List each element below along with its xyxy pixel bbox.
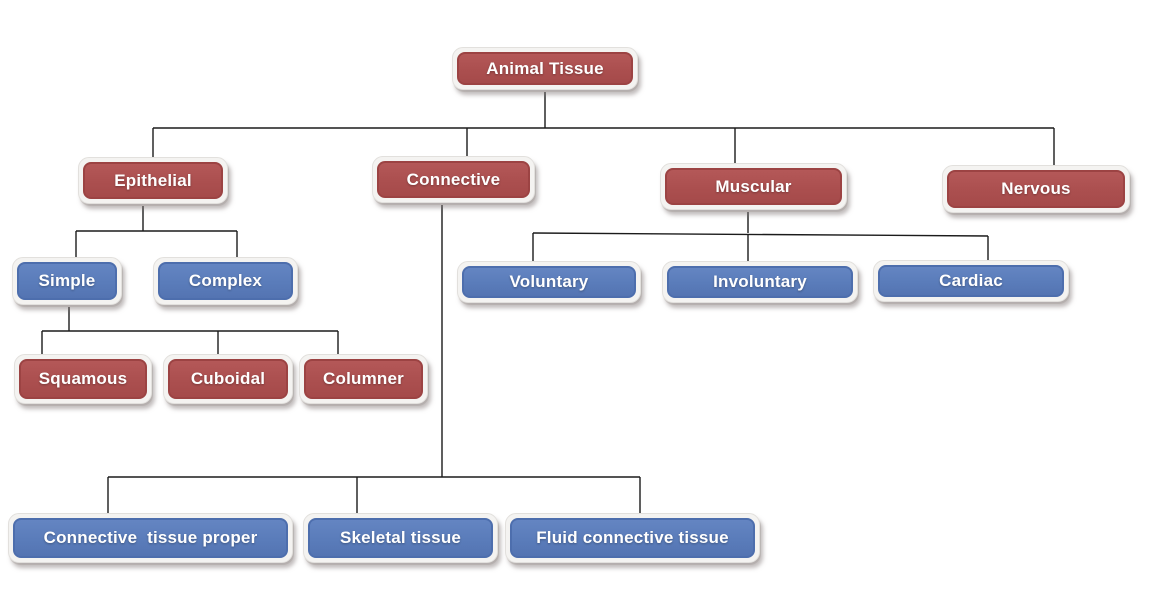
node-squamous: Squamous: [14, 354, 152, 404]
edges-animal-tissue-children: [152, 90, 1055, 167]
node-connective: Connective: [372, 156, 535, 203]
node-muscular: Muscular: [660, 163, 847, 210]
node-label: Fluid connective tissue: [536, 528, 729, 547]
node-involuntary: Involuntary: [662, 261, 858, 303]
node-label: Complex: [188, 271, 263, 290]
edges-connective-children: [107, 203, 641, 515]
node-connective-tissue-proper: Connective tissue proper: [8, 513, 293, 563]
edges-simple-children: [41, 305, 339, 356]
node-label: Cuboidal: [190, 369, 266, 388]
node-voluntary: Voluntary: [457, 261, 641, 303]
node-label: Columner: [323, 369, 404, 388]
node-label: Animal Tissue: [486, 58, 604, 78]
node-epithelial: Epithelial: [78, 157, 228, 204]
node-nervous: Nervous: [942, 165, 1130, 213]
node-label: Cardiac: [939, 271, 1003, 290]
node-label: Skeletal tissue: [339, 528, 462, 547]
node-label: Muscular: [715, 176, 792, 196]
edges-muscular-children: [532, 210, 989, 263]
node-label: Squamous: [38, 369, 128, 388]
node-label: Connective tissue proper: [43, 528, 258, 547]
node-label: Simple: [38, 271, 96, 290]
node-simple: Simple: [12, 257, 122, 305]
node-cuboidal: Cuboidal: [163, 354, 293, 404]
node-columner: Columner: [299, 354, 428, 404]
node-label: Nervous: [1001, 179, 1071, 198]
node-complex: Complex: [153, 257, 298, 305]
node-fluid-connective-tissue: Fluid connective tissue: [505, 513, 760, 563]
edges-epithelial-children: [75, 204, 238, 259]
node-label: Involuntary: [713, 272, 807, 291]
node-animal-tissue: Animal Tissue: [452, 47, 638, 90]
node-label: Epithelial: [114, 170, 192, 190]
node-label: Voluntary: [509, 272, 589, 291]
node-label: Connective: [406, 169, 501, 189]
node-skeletal-tissue: Skeletal tissue: [303, 513, 498, 563]
node-cardiac: Cardiac: [873, 260, 1069, 302]
